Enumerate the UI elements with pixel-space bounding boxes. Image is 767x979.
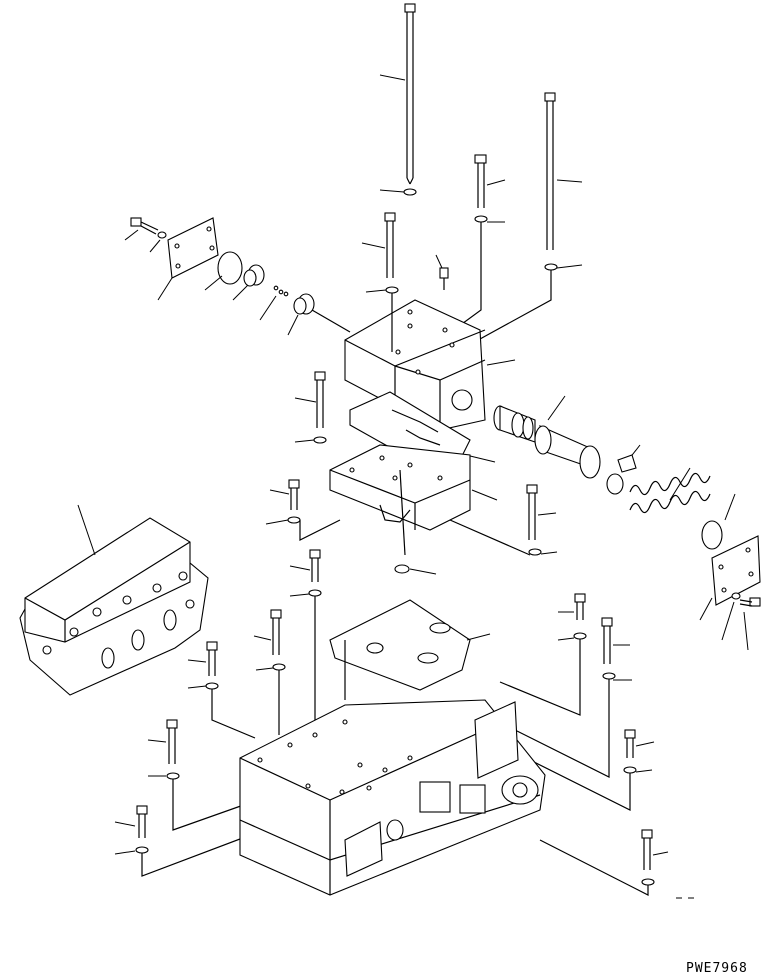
bolt-right-mid xyxy=(449,484,558,556)
bolt-right-lower-1 xyxy=(499,593,587,716)
bolt-lower-1 xyxy=(253,609,286,735)
side-detail-block xyxy=(19,504,209,696)
long-bolt-right xyxy=(459,92,583,351)
spool-spring-assembly xyxy=(493,395,761,651)
left-cover-assembly xyxy=(124,217,351,336)
washer-mid xyxy=(394,564,437,575)
spring xyxy=(629,472,711,514)
bolt-left-4 xyxy=(289,549,322,732)
bolt-right-lower-2 xyxy=(494,617,632,778)
bolt-right-lower-3 xyxy=(519,729,655,811)
main-valve-body xyxy=(239,640,546,896)
bolt-upper-middle xyxy=(439,154,506,341)
bolt-left-3 xyxy=(265,479,341,541)
mid-valve-block xyxy=(329,444,498,556)
bolt-right-lower-4 xyxy=(539,829,694,899)
long-bolt-top xyxy=(379,3,417,196)
separator-plate-lower xyxy=(329,599,491,691)
bolt-left-upper xyxy=(361,212,399,294)
drawing-reference-code: PWE7968 xyxy=(686,961,748,976)
small-screw-top xyxy=(435,254,449,290)
bolt-left-2 xyxy=(294,371,327,444)
bolt-lower-2 xyxy=(187,641,256,739)
